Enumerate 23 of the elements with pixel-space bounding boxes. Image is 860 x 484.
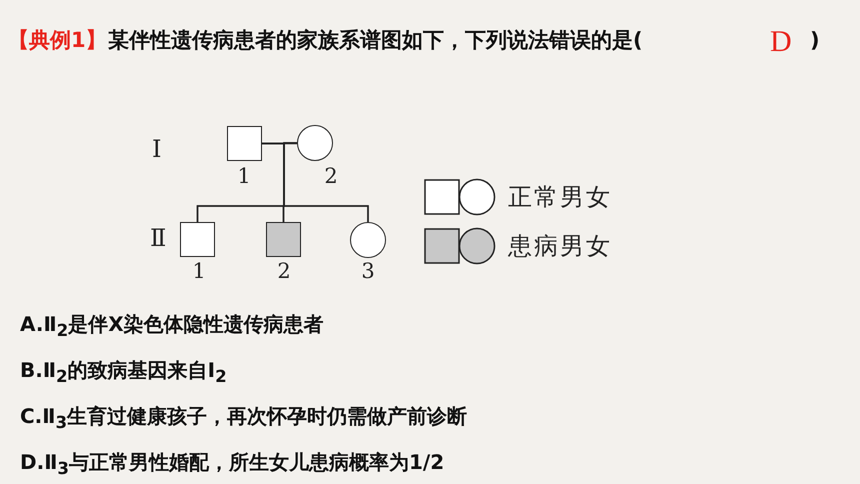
question-text: 某伴性遗传病患者的家族系谱图如下，下列说法错误的是(	[108, 28, 643, 54]
option-text: B.Ⅱ$_{2}$的致病基因来自Ⅰ$_{2}$	[20, 358, 227, 387]
individual-number: 1	[191, 259, 207, 283]
individual-number: 2	[276, 259, 292, 283]
male-square	[180, 222, 215, 257]
individual-number: 2	[323, 164, 339, 188]
individual-number: 1	[236, 164, 252, 188]
generation-label: Ⅰ	[152, 135, 162, 164]
option-text: C.Ⅱ$_{3}$生育过健康孩子，再次怀孕时仍需做产前诊断	[20, 404, 468, 433]
example-tag: 【典例1】	[8, 28, 107, 54]
female-circle	[297, 125, 333, 161]
option-text: A.Ⅱ$_{2}$是伴X染色体隐性遗传病患者	[20, 312, 324, 341]
option-text: D.Ⅱ$_{3}$与正常男性婚配，所生女儿患病概率为1/2	[20, 450, 444, 479]
generation-label: Ⅱ	[150, 224, 166, 253]
pedigree-line	[283, 142, 369, 222]
female-circle	[350, 222, 386, 258]
answer-letter: D	[770, 24, 792, 60]
individual-number: 3	[360, 259, 376, 283]
male-square	[227, 126, 262, 161]
male-square	[266, 222, 301, 257]
legend-text: 正常男女	[508, 182, 612, 213]
legend-text: 患病男女	[508, 231, 612, 262]
bracket: )	[810, 28, 820, 54]
